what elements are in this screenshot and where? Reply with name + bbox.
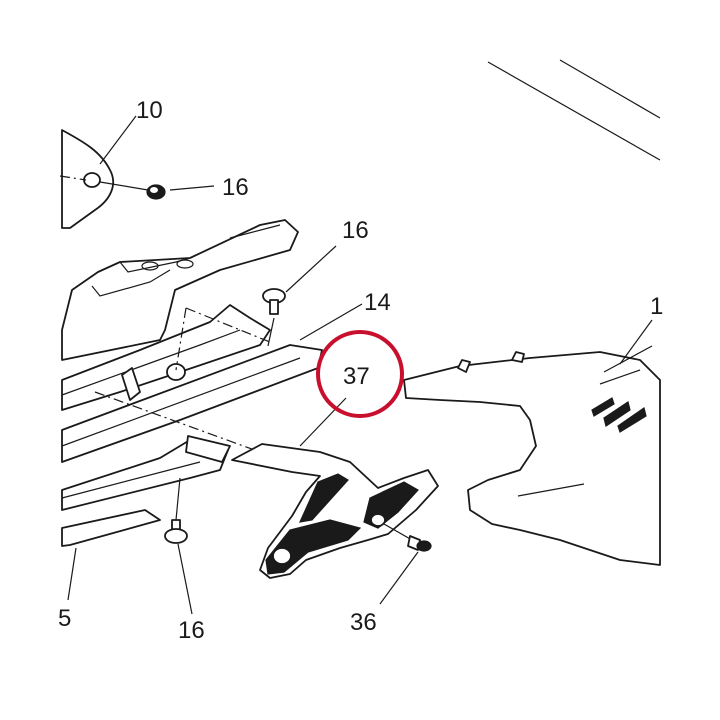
callout-14: 14 <box>364 289 391 316</box>
leader-lines <box>67 115 653 615</box>
callout-16-top: 16 <box>342 217 369 244</box>
callout-1: 1 <box>650 293 663 320</box>
frame-edge-lines <box>487 59 661 161</box>
part-16-screw-top <box>262 288 286 347</box>
callout-36: 36 <box>350 609 377 636</box>
part-10-bracket <box>59 129 115 229</box>
part-16-screw-bottom <box>164 477 188 544</box>
part-5-panel <box>61 509 161 547</box>
part-36-screw <box>383 523 432 552</box>
part-37-cover <box>231 443 439 579</box>
callout-5: 5 <box>58 605 71 632</box>
callout-16-upper-left: 16 <box>222 174 249 201</box>
callout-16-bottom: 16 <box>178 617 205 644</box>
callout-10: 10 <box>136 97 163 124</box>
assembly-guide-lines <box>94 307 271 453</box>
tail-frame-structure <box>61 219 299 411</box>
lower-mount-bracket <box>61 435 231 511</box>
part-1-tail-fairing <box>403 345 661 566</box>
part-16-screw-upper-left <box>99 181 166 200</box>
callout-37-highlight-circle <box>316 330 404 418</box>
callout-labels: 10 16 16 14 1 37 5 16 36 <box>58 97 663 644</box>
callout-37: 37 <box>343 363 370 390</box>
